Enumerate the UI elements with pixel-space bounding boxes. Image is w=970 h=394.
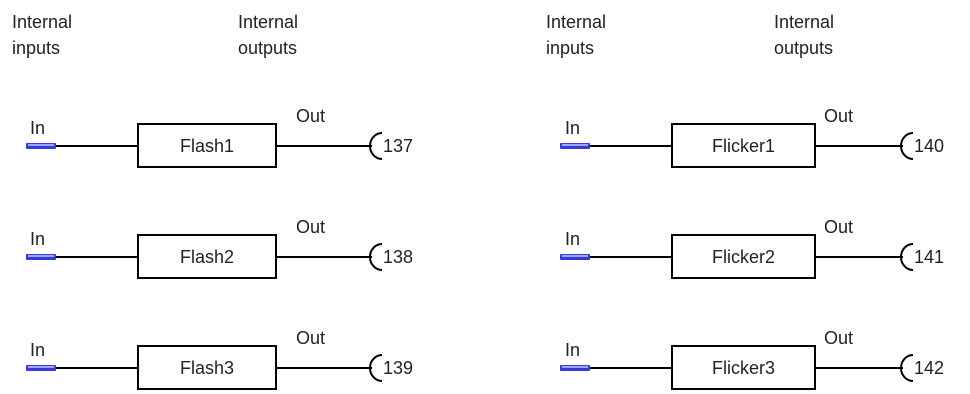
left-row3-function-block (137, 345, 277, 390)
left-row1-function-block (137, 123, 277, 168)
header-line: outputs (238, 38, 298, 58)
left-row2-input-pin-highlight (28, 255, 54, 257)
header-line: Internal (546, 12, 607, 32)
right-row2-function-block (671, 234, 816, 279)
left-row2-output-connector-icon (369, 243, 383, 271)
left-row1-out-label: Out (296, 106, 325, 126)
left-row1-block-label: Flash1 (180, 136, 234, 156)
left-internal-outputs-header: Internal outputs (238, 9, 298, 61)
right-row3-output-connector-icon (900, 354, 914, 382)
left-row3-input-pin-highlight (28, 366, 54, 368)
right-internal-outputs-header: Internal outputs (774, 9, 834, 61)
right-row2-block-label: Flicker2 (712, 247, 775, 267)
left-row3-output-connector-icon (369, 354, 383, 382)
right-row3-function-block (671, 345, 816, 390)
right-row1-in-label: In (565, 118, 580, 138)
right-row2-input-pin-highlight (562, 255, 588, 257)
right-row3-output-number: 142 (914, 358, 944, 378)
right-row1-block-label: Flicker1 (712, 136, 775, 156)
right-internal-inputs-header: Internal inputs (546, 9, 606, 61)
right-row1-output-connector-icon (900, 132, 914, 160)
right-row1-output-number: 140 (914, 136, 944, 156)
right-row3-out-label: Out (824, 328, 853, 348)
right-row2-output-connector-icon (900, 243, 914, 271)
right-row1-out-label: Out (824, 106, 853, 126)
right-row2-in-label: In (565, 229, 580, 249)
left-row2-out-label: Out (296, 217, 325, 237)
left-row3-in-label: In (30, 340, 45, 360)
right-row1-input-pin-highlight (562, 144, 588, 146)
left-row1-output-connector-icon (369, 132, 383, 160)
header-line: Internal (774, 12, 835, 32)
left-row2-in-label: In (30, 229, 45, 249)
left-row2-output-number: 138 (383, 247, 413, 267)
left-row1-input-pin-highlight (28, 144, 54, 146)
right-row2-out-label: Out (824, 217, 853, 237)
left-internal-inputs-header: Internal inputs (12, 9, 72, 61)
right-row3-block-label: Flicker3 (712, 358, 775, 378)
left-row2-function-block (137, 234, 277, 279)
right-row1-function-block (671, 123, 816, 168)
header-line: outputs (774, 38, 834, 58)
header-line: Internal (12, 12, 73, 32)
header-line: Internal (238, 12, 299, 32)
left-row3-out-label: Out (296, 328, 325, 348)
header-line: inputs (12, 38, 61, 58)
right-row3-in-label: In (565, 340, 580, 360)
left-row2-block-label: Flash2 (180, 247, 234, 267)
right-row2-output-number: 141 (914, 247, 944, 267)
header-line: inputs (546, 38, 595, 58)
left-row3-block-label: Flash3 (180, 358, 234, 378)
left-row1-output-number: 137 (383, 136, 413, 156)
left-row3-output-number: 139 (383, 358, 413, 378)
right-row3-input-pin-highlight (562, 366, 588, 368)
left-row1-in-label: In (30, 118, 45, 138)
